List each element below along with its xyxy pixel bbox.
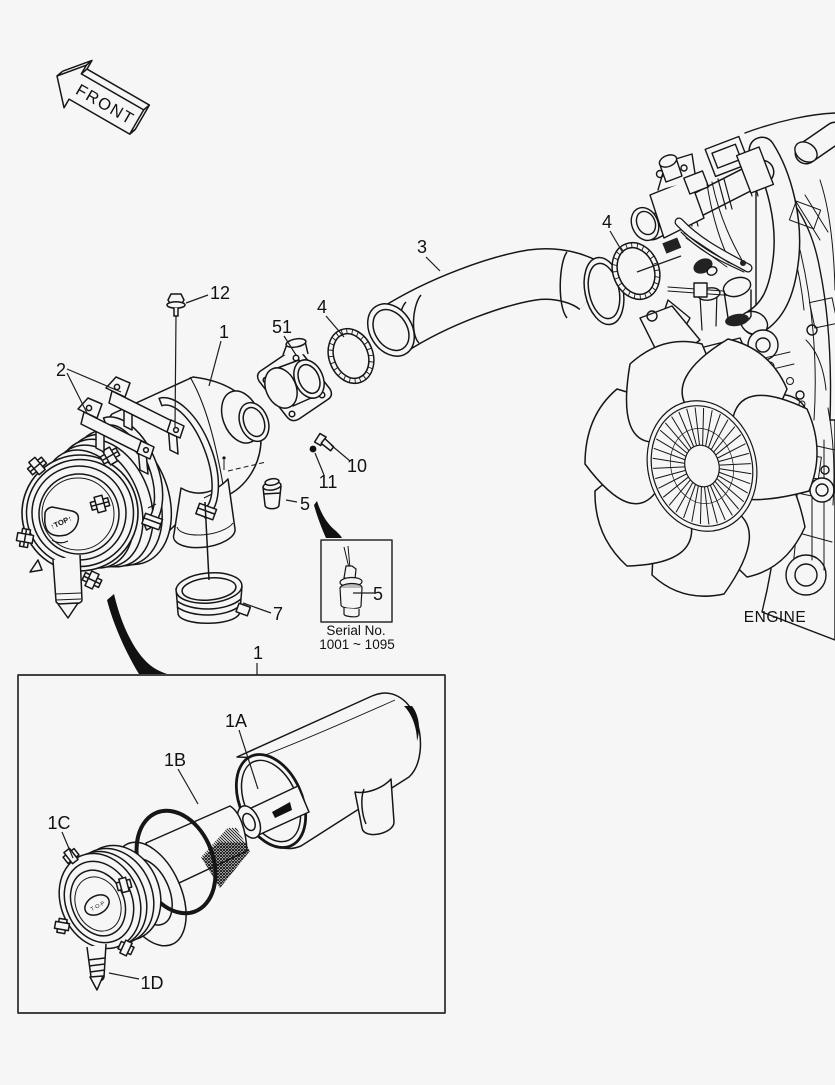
svg-text:10: 10	[347, 456, 367, 476]
svg-text:Serial No.: Serial No.	[326, 623, 385, 638]
svg-text:7: 7	[273, 604, 283, 624]
svg-text:5: 5	[300, 494, 310, 514]
svg-text:1001 ~ 1095: 1001 ~ 1095	[319, 637, 394, 652]
svg-text:5: 5	[373, 584, 383, 604]
svg-text:1D: 1D	[140, 973, 163, 993]
svg-text:1C: 1C	[47, 813, 70, 833]
svg-text:51: 51	[272, 317, 292, 337]
svg-text:3: 3	[417, 237, 427, 257]
svg-text:1B: 1B	[164, 750, 186, 770]
svg-text:2: 2	[56, 360, 66, 380]
svg-text:11: 11	[319, 472, 338, 492]
svg-text:ENGINE: ENGINE	[744, 609, 806, 626]
svg-text:1: 1	[219, 322, 229, 342]
svg-text:1: 1	[253, 643, 263, 663]
svg-text:4: 4	[317, 297, 327, 317]
svg-text:1A: 1A	[225, 711, 247, 731]
svg-text:12: 12	[210, 283, 230, 303]
svg-text:4: 4	[602, 212, 612, 232]
